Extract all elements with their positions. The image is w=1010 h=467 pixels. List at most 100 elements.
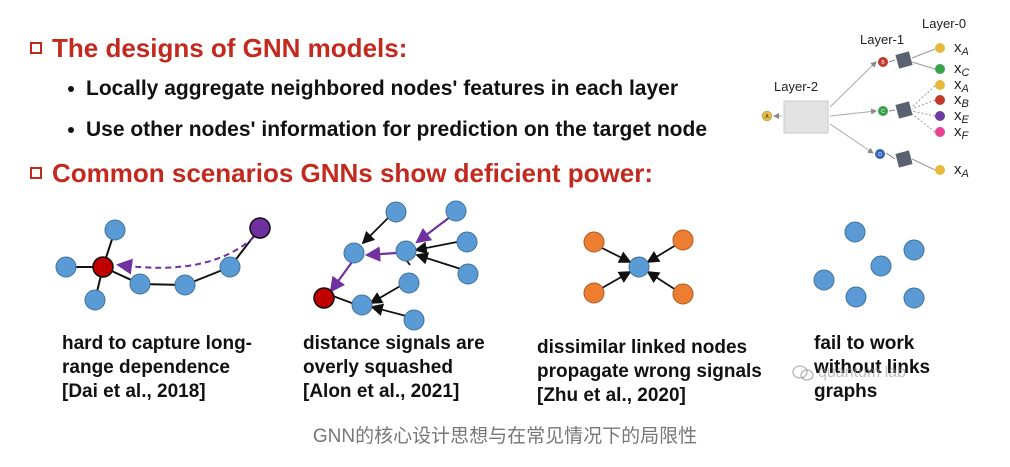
- target-node-red: [92, 256, 114, 278]
- bullet-text: Locally aggregate neighbored nodes' feat…: [86, 77, 679, 100]
- caption-line: without links: [814, 357, 931, 378]
- bullet-item: Use other nodes' information for predict…: [68, 117, 707, 143]
- edge-line: [406, 260, 411, 266]
- layer0-node: [935, 80, 945, 90]
- heading-designs: The designs of GNN models:: [30, 33, 407, 63]
- far-node-purple: [249, 217, 271, 239]
- edge-arrow: [646, 244, 677, 263]
- graph-node: [84, 289, 106, 311]
- squashed-arrow: [415, 213, 455, 244]
- edge-line: [888, 109, 896, 112]
- layer1-box: [895, 101, 913, 119]
- edge-arrow: [370, 303, 411, 318]
- layer0-node: [935, 95, 945, 105]
- graph-node: [351, 294, 373, 316]
- graph-node: [457, 263, 479, 285]
- graph-node: [385, 201, 407, 223]
- edge-arrow: [601, 247, 632, 263]
- bullet-text: Use other nodes' information for predict…: [86, 118, 708, 141]
- caption-line: [Zhu et al., 2020]: [537, 385, 686, 406]
- target-node: [761, 110, 773, 122]
- x-label: xF: [954, 123, 970, 142]
- graph-node: [174, 274, 196, 296]
- bullet-dot-icon: [68, 86, 74, 92]
- graph-node: [903, 239, 925, 261]
- caption-line: distance signals are: [303, 333, 485, 354]
- edge-line: [911, 110, 936, 117]
- edge-line: [829, 108, 877, 117]
- edge-arrow: [414, 240, 463, 255]
- footer-caption: GNN的核心设计思想与在常见情况下的局限性: [312, 426, 698, 447]
- graph-oversquashing: [313, 200, 479, 331]
- graph-node: [456, 231, 478, 253]
- caption-line: [Alon et al., 2021]: [303, 381, 460, 402]
- graph-heterophily: [583, 229, 694, 305]
- layer2-box: [783, 100, 829, 134]
- target-node-red: [313, 287, 335, 309]
- edge-line: [911, 113, 936, 133]
- caption-line: range dependence: [62, 357, 230, 378]
- node-letter: D: [878, 152, 882, 158]
- caption-line: [Dai et al., 2018]: [62, 381, 206, 402]
- graph-long-range: [55, 217, 271, 311]
- layer1-node: [878, 57, 888, 67]
- wechat-icon: [792, 365, 814, 381]
- graph-node: [903, 287, 925, 309]
- caption-line: overly squashed: [303, 357, 453, 378]
- edge-line: [911, 99, 936, 110]
- squashed-arrow: [364, 246, 397, 262]
- watermark-text: quantum lab: [818, 364, 907, 381]
- bullet-dot-icon: [68, 127, 74, 133]
- node-letter: C: [881, 109, 885, 115]
- bullet-item: Locally aggregate neighbored nodes' feat…: [68, 76, 678, 102]
- graph-node-orange: [672, 283, 694, 305]
- layer1-box: [895, 51, 913, 69]
- graph-node-orange: [583, 282, 605, 304]
- layer0-node: [935, 43, 945, 53]
- checkbox-square-icon: [30, 167, 42, 179]
- graph-node: [844, 221, 866, 243]
- layer1-node: [878, 106, 888, 116]
- edge-line: [911, 61, 936, 70]
- graph-node: [219, 256, 241, 278]
- graph-node: [129, 273, 151, 295]
- edge-arrow: [601, 271, 632, 289]
- node-letter: A: [765, 114, 769, 120]
- edge-line: [911, 85, 936, 108]
- caption-line: dissimilar linked nodes: [537, 337, 748, 358]
- graph-node: [104, 219, 126, 241]
- squashed-arrow: [329, 261, 353, 293]
- graph-node: [870, 255, 892, 277]
- center-node: [628, 256, 650, 278]
- layer2-label: Layer-2: [774, 79, 818, 94]
- heading-scenarios: Common scenarios GNNs show deficient pow…: [30, 158, 653, 188]
- edge-line: [888, 59, 896, 63]
- layer1-label: Layer-1: [860, 32, 904, 47]
- long-range-dashed-arrow: [116, 236, 255, 275]
- layer0-node: [935, 165, 945, 175]
- caption-line: fail to work: [814, 333, 915, 354]
- graph-node-orange: [672, 229, 694, 251]
- x-label: xE: [954, 107, 970, 126]
- graph-node: [445, 200, 467, 222]
- graph-node: [398, 272, 420, 294]
- heading-designs-text: The designs of GNN models:: [52, 33, 408, 63]
- x-label: xA: [954, 76, 969, 95]
- caption-line: hard to capture long-: [62, 333, 252, 354]
- graph-node: [845, 286, 867, 308]
- graph-node: [813, 269, 835, 291]
- layer1-box: [895, 150, 913, 168]
- edge-line: [911, 48, 936, 59]
- layer0-label: Layer-0: [922, 16, 966, 31]
- edge-line: [911, 158, 936, 171]
- edge-line: [829, 61, 877, 108]
- edge-line: [885, 152, 896, 160]
- edge-arrow: [646, 271, 677, 291]
- graph-node: [343, 242, 365, 264]
- graph-isolated-nodes: [813, 221, 925, 309]
- caption-line: graphs: [814, 381, 878, 402]
- caption-no-links: fail to work without links graphs: [814, 332, 930, 404]
- caption-long-range: hard to capture long- range dependence […: [62, 332, 252, 404]
- checkbox-square-icon: [30, 42, 42, 54]
- node-letter: B: [881, 60, 885, 66]
